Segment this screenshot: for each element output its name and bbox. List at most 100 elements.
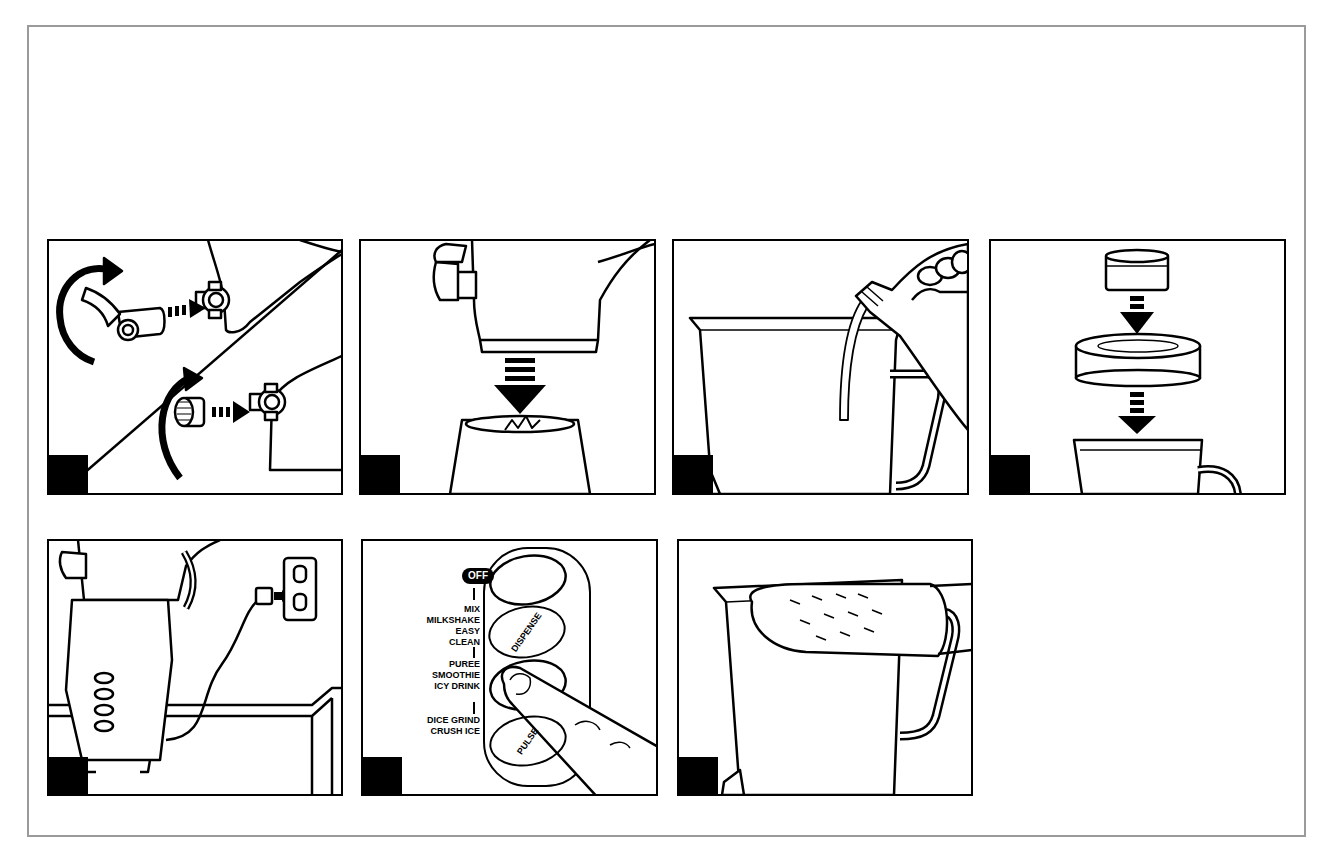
step-illustration <box>360 240 655 494</box>
step-illustration <box>790 594 882 640</box>
panel-frame <box>360 240 655 494</box>
step-illustration <box>466 416 574 432</box>
step-illustration <box>598 244 655 262</box>
step-illustration <box>690 318 902 494</box>
step-illustration <box>294 594 306 610</box>
step-illustration <box>184 368 202 390</box>
step-illustration <box>362 548 657 795</box>
step-illustration <box>209 293 223 307</box>
step-illustration <box>990 250 1238 494</box>
step-illustration <box>722 770 744 795</box>
step-illustration <box>95 689 113 699</box>
step-illustration <box>505 358 535 363</box>
step-illustration <box>1106 250 1168 262</box>
step-illustration <box>434 262 458 300</box>
step-illustration <box>434 244 466 262</box>
step-illustration <box>209 282 221 290</box>
step-illustration <box>1076 370 1200 386</box>
step-illustration <box>1118 392 1156 434</box>
step-illustration <box>233 401 250 423</box>
button-label: PULSE <box>515 726 541 757</box>
step-illustration <box>209 310 221 318</box>
step-illustration <box>60 552 86 578</box>
step-illustration <box>48 757 88 795</box>
step-illustration <box>678 757 718 795</box>
step-illustration <box>1198 469 1238 494</box>
step-illustration <box>502 667 657 795</box>
step-illustration <box>505 376 535 381</box>
step-illustration <box>265 384 277 392</box>
step-illustration <box>177 402 191 420</box>
step-illustration <box>1120 312 1154 334</box>
step-illustration <box>123 325 133 335</box>
step-illustration <box>480 340 598 352</box>
step-illustration <box>184 552 193 608</box>
step-illustration <box>1080 449 1200 451</box>
step-illustration <box>1074 440 1202 494</box>
step-illustration <box>952 251 968 273</box>
step-illustration <box>505 416 540 430</box>
step-illustration <box>1106 265 1168 267</box>
step-illustration <box>189 299 206 318</box>
step-illustration <box>256 588 272 604</box>
step-illustration <box>208 240 342 332</box>
step-illustration <box>673 455 713 494</box>
step-illustration <box>78 540 220 600</box>
step-illustration <box>890 374 942 486</box>
step-illustration <box>1130 408 1144 413</box>
step-illustration <box>1130 304 1144 309</box>
step-illustration <box>673 244 968 494</box>
step-illustration <box>162 378 190 478</box>
control-button: OFF <box>462 568 494 584</box>
step-illustration <box>66 600 172 760</box>
step-illustration <box>104 258 122 284</box>
step-illustration <box>48 540 342 795</box>
step-illustration <box>930 584 972 654</box>
step-illustration <box>890 374 942 486</box>
step-illustration <box>312 698 332 795</box>
page-frame <box>28 26 1305 836</box>
step-illustration <box>678 580 972 795</box>
step-illustration <box>362 757 402 795</box>
step-illustration <box>1098 340 1178 352</box>
panel-frame <box>362 540 657 795</box>
step-illustration <box>575 721 630 748</box>
step-illustration <box>1130 296 1144 301</box>
step-illustration <box>505 367 535 372</box>
step-illustration <box>494 385 546 414</box>
step-illustration <box>168 299 206 318</box>
step-illustration <box>265 412 277 420</box>
step-illustration <box>284 558 316 620</box>
setting-label: PUREE SMOOTHIE ICY DRINK <box>424 659 480 692</box>
step-illustration <box>1198 469 1238 494</box>
step-illustration <box>219 407 223 417</box>
step-illustration <box>48 455 88 494</box>
step-illustration <box>494 358 546 414</box>
step-illustration <box>862 287 883 306</box>
panel-frame <box>48 240 342 494</box>
panel-frame <box>48 240 1285 795</box>
step-illustration <box>182 305 186 315</box>
step-illustration <box>510 674 530 695</box>
step-illustration <box>175 306 179 316</box>
step-illustration <box>95 673 113 683</box>
step-illustration <box>48 240 342 494</box>
step-illustration <box>265 395 279 409</box>
step-illustration <box>212 401 250 423</box>
panel-frame <box>678 540 972 795</box>
setting-label: MIX MILKSHAKE EASY CLEAN <box>424 604 480 648</box>
step-illustration <box>84 760 150 772</box>
control-button: PULSE <box>485 710 570 773</box>
step-illustration <box>1118 416 1156 434</box>
step-illustration <box>226 407 230 417</box>
step-illustration <box>60 269 110 362</box>
step-illustration <box>294 566 306 582</box>
step-illustration <box>168 307 172 317</box>
panel-frame <box>990 240 1285 494</box>
step-illustration <box>1076 334 1200 358</box>
step-illustration <box>840 300 868 420</box>
